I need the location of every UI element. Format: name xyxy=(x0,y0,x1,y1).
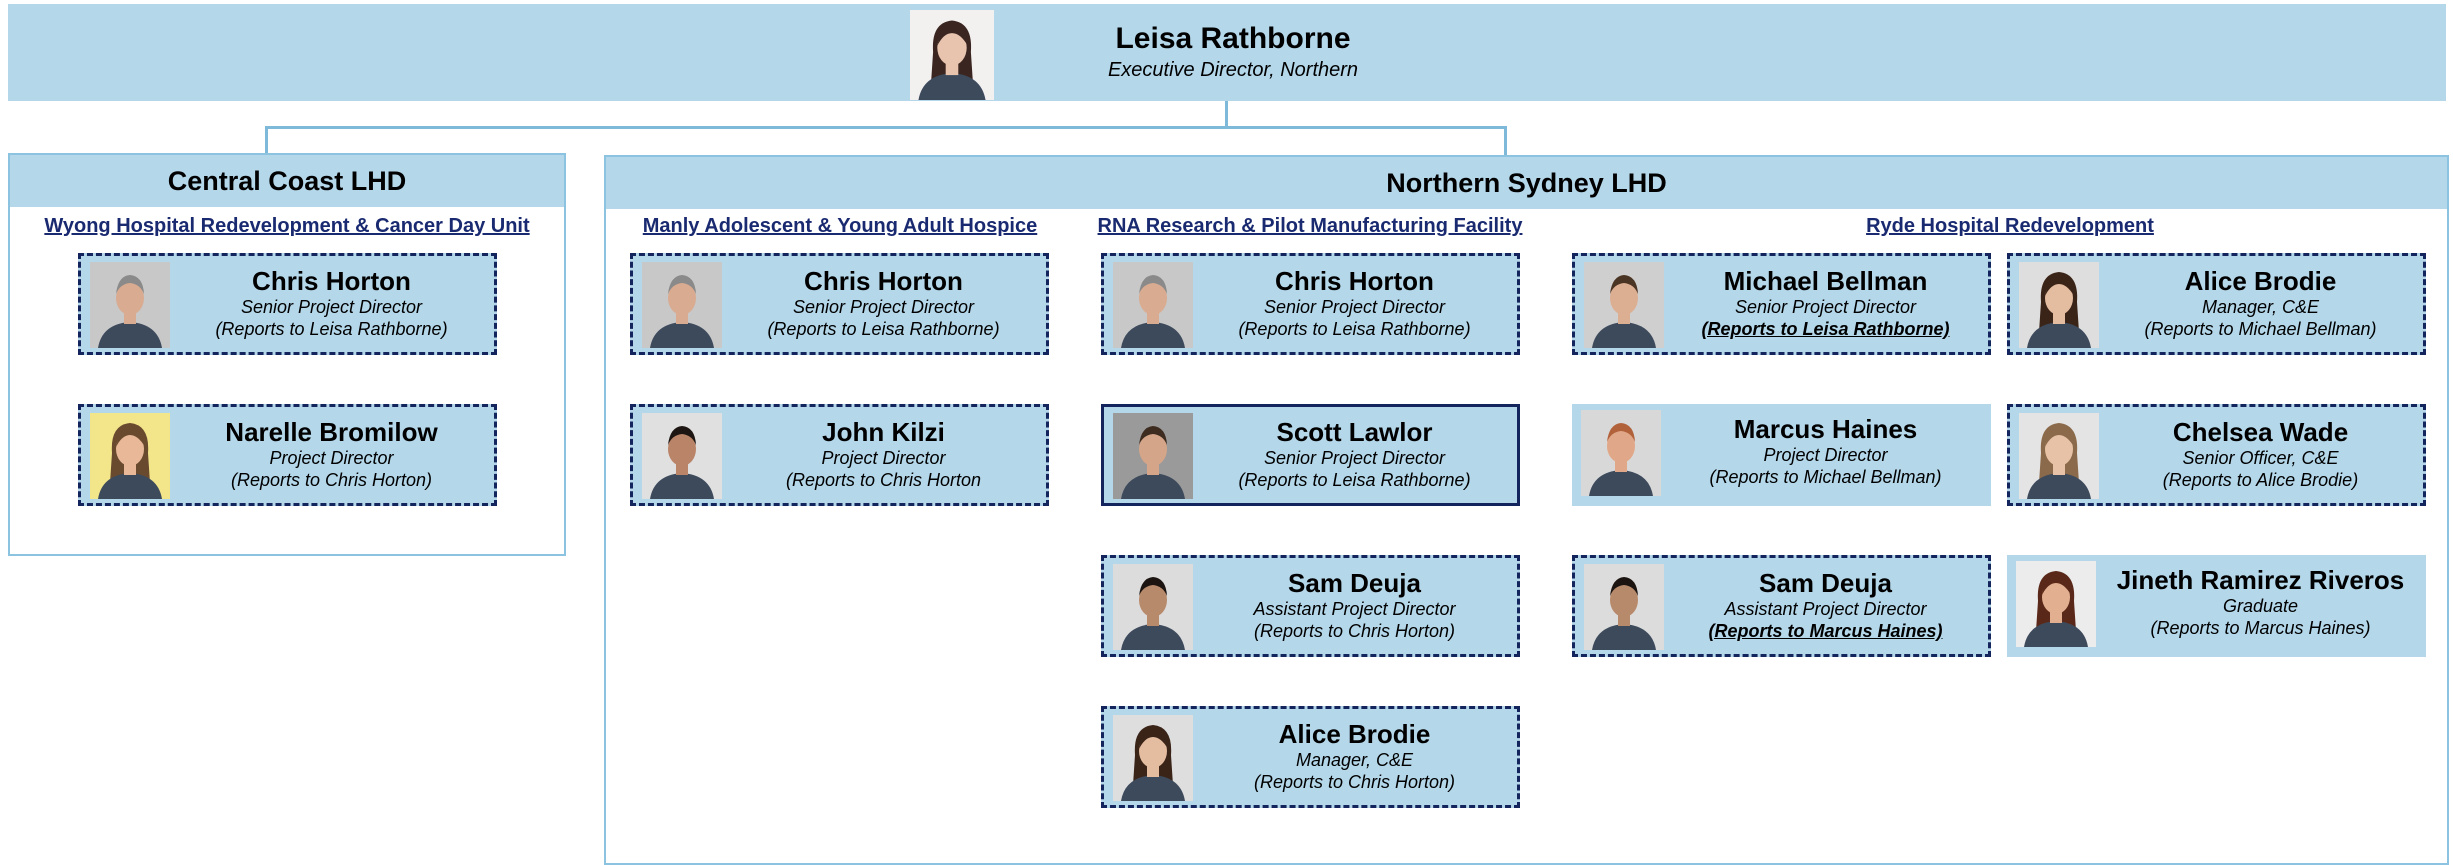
person-name: Jineth Ramirez Riveros xyxy=(2116,565,2405,595)
person-name: Sam Deuja xyxy=(1288,568,1421,598)
person-reports-to: (Reports to Leisa Rathborne) xyxy=(1238,470,1471,490)
executive-name: Leisa Rathborne xyxy=(1115,22,1351,55)
man-portrait-icon xyxy=(1584,564,1664,650)
connector-line xyxy=(265,126,1507,129)
central-coast-title: Central Coast LHD xyxy=(10,155,564,207)
person-role: Graduate xyxy=(2222,596,2299,616)
man-portrait-icon xyxy=(642,262,722,348)
person-name: Alice Brodie xyxy=(2184,266,2337,296)
project-link-manly[interactable]: Manly Adolescent & Young Adult Hospice xyxy=(642,215,1038,237)
project-link-wyong[interactable]: Wyong Hospital Redevelopment & Cancer Da… xyxy=(44,215,530,237)
person-reports-to: (Reports to Leisa Rathborne) xyxy=(1701,319,1950,339)
person-name: Chelsea Wade xyxy=(2172,417,2349,447)
person-role: Project Director xyxy=(821,448,946,468)
person-reports-to: (Reports to Chris Horton xyxy=(785,470,982,490)
person-role: Project Director xyxy=(1763,445,1888,465)
person-name: Chris Horton xyxy=(252,266,411,296)
connector-line xyxy=(265,126,268,154)
person-role: Assistant Project Director xyxy=(1253,599,1456,619)
person-reports-to: (Reports to Leisa Rathborne) xyxy=(1238,319,1471,339)
man-portrait-icon xyxy=(1113,413,1193,499)
person-reports-to: (Reports to Leisa Rathborne) xyxy=(767,319,1000,339)
connector-line xyxy=(1225,101,1228,127)
woman-portrait-icon xyxy=(1113,715,1193,801)
person-role: Project Director xyxy=(269,448,394,468)
man-portrait-icon xyxy=(1113,564,1193,650)
person-name: Marcus Haines xyxy=(1733,414,1918,444)
person-name: Narelle Bromilow xyxy=(225,417,438,447)
woman-portrait-icon xyxy=(910,10,994,101)
person-name: Michael Bellman xyxy=(1723,266,1928,296)
executive-banner: Leisa Rathborne Executive Director, Nort… xyxy=(8,4,2446,101)
person-role: Senior Project Director xyxy=(240,297,423,317)
person-reports-to: (Reports to Marcus Haines) xyxy=(2150,618,2371,638)
man-portrait-icon xyxy=(1113,262,1193,348)
man-portrait-icon xyxy=(1581,410,1661,496)
person-reports-to: (Reports to Marcus Haines) xyxy=(1708,621,1943,641)
project-link-rna[interactable]: RNA Research & Pilot Manufacturing Facil… xyxy=(1097,215,1523,237)
person-role: Senior Project Director xyxy=(792,297,975,317)
person-role: Assistant Project Director xyxy=(1724,599,1927,619)
person-role: Manager, C&E xyxy=(1295,750,1414,770)
person-name: Alice Brodie xyxy=(1278,719,1431,749)
person-reports-to: (Reports to Chris Horton) xyxy=(1253,772,1456,792)
person-role: Senior Project Director xyxy=(1734,297,1917,317)
person-name: Chris Horton xyxy=(804,266,963,296)
person-role: Senior Project Director xyxy=(1263,448,1446,468)
project-link-ryde[interactable]: Ryde Hospital Redevelopment xyxy=(1866,215,2154,237)
person-role: Manager, C&E xyxy=(2201,297,2320,317)
woman-portrait-icon xyxy=(2019,262,2099,348)
man-portrait-icon xyxy=(642,413,722,499)
man-portrait-icon xyxy=(1584,262,1664,348)
person-name: Sam Deuja xyxy=(1759,568,1892,598)
person-name: John Kilzi xyxy=(822,417,945,447)
person-role: Senior Project Director xyxy=(1263,297,1446,317)
person-reports-to: (Reports to Michael Bellman) xyxy=(1709,467,1942,487)
man-portrait-icon xyxy=(90,262,170,348)
person-reports-to: (Reports to Michael Bellman) xyxy=(2144,319,2377,339)
person-reports-to: (Reports to Chris Horton) xyxy=(1253,621,1456,641)
person-name: Scott Lawlor xyxy=(1276,417,1433,447)
person-reports-to: (Reports to Leisa Rathborne) xyxy=(215,319,448,339)
person-reports-to: (Reports to Alice Brodie) xyxy=(2162,470,2359,490)
executive-title: Executive Director, Northern xyxy=(1107,59,1359,81)
woman-portrait-icon xyxy=(90,413,170,499)
person-reports-to: (Reports to Chris Horton) xyxy=(230,470,433,490)
woman-portrait-icon xyxy=(2016,561,2096,647)
connector-line xyxy=(1504,126,1507,156)
person-role: Senior Officer, C&E xyxy=(2182,448,2339,468)
northern-sydney-title: Northern Sydney LHD xyxy=(606,157,2447,209)
woman-portrait-icon xyxy=(2019,413,2099,499)
person-name: Chris Horton xyxy=(1275,266,1434,296)
